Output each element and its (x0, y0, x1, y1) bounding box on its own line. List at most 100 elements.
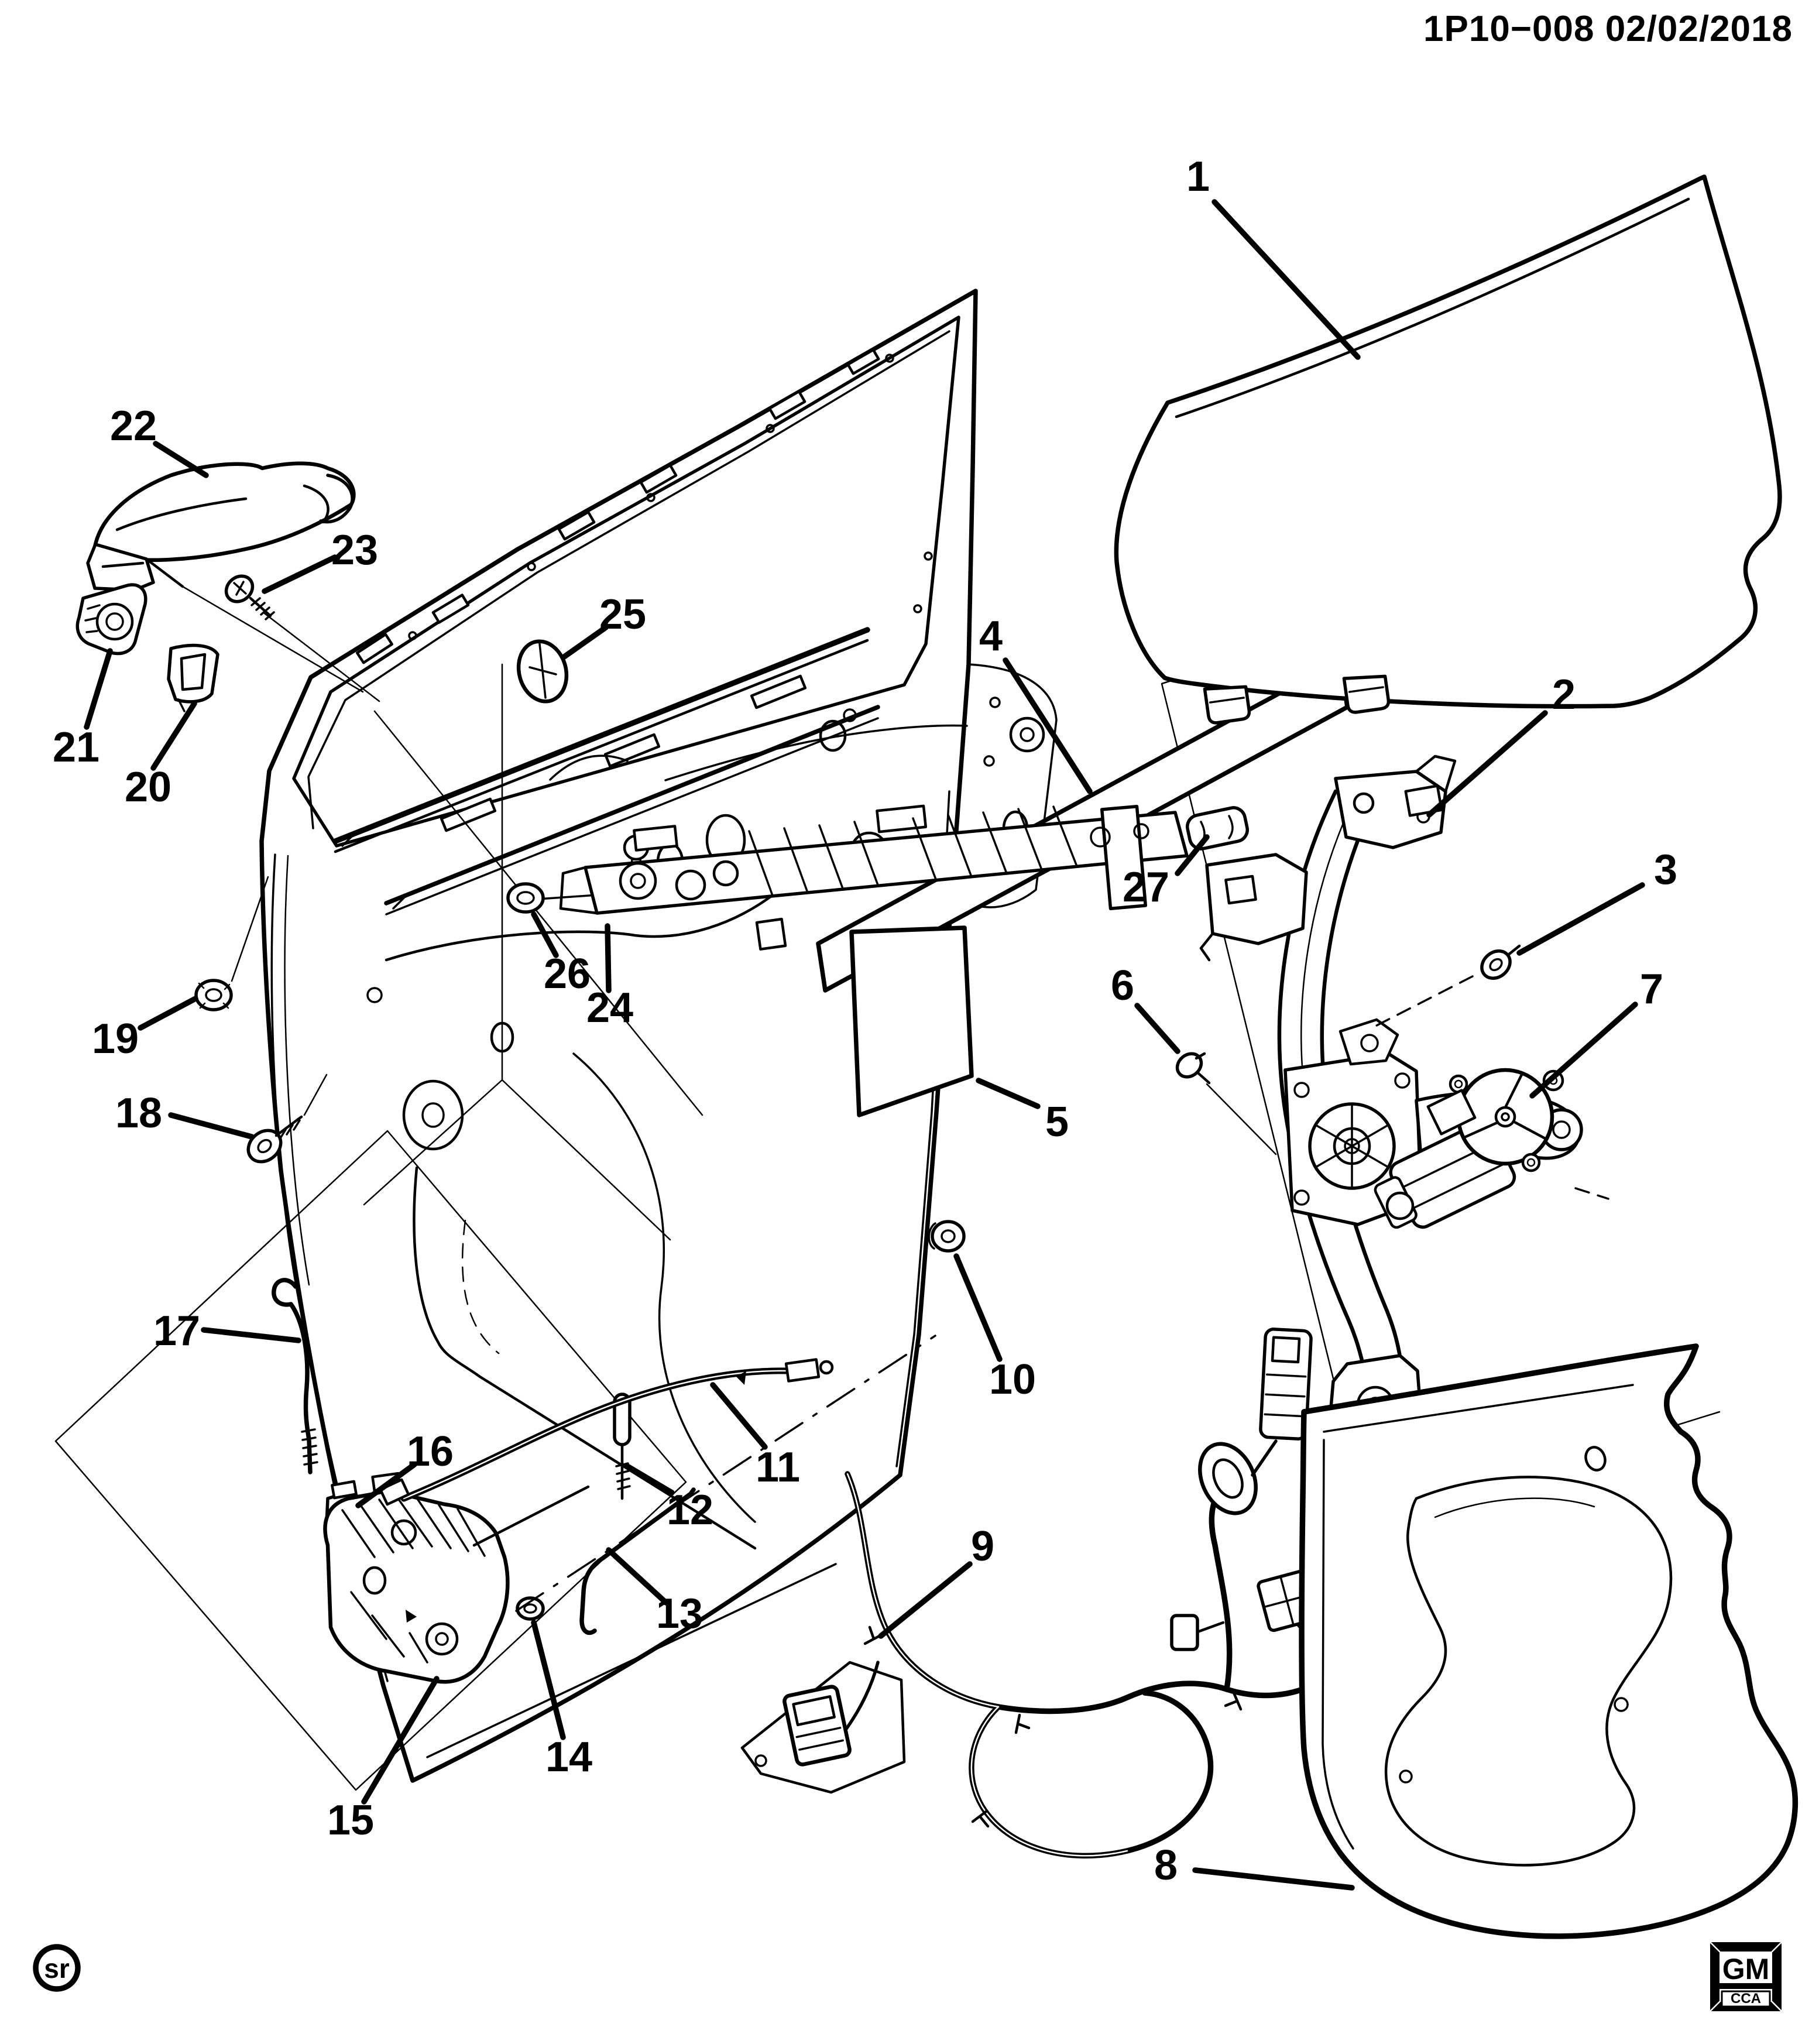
window-motor-shape (1521, 1153, 1541, 1172)
handle-screw (224, 574, 380, 702)
callout-leader-14 (531, 1620, 566, 1740)
panel-holes-shape (366, 987, 383, 1003)
handle-bracket-shape-shape (818, 824, 844, 890)
panel-screw (246, 1074, 328, 1164)
wiring-harness-shape (1209, 1484, 1233, 1692)
water-deflector-shape (1614, 1697, 1629, 1712)
handle-bezel-shape (167, 643, 219, 704)
door-panel-shape (373, 710, 703, 1116)
handle-bezel-shape (180, 653, 207, 691)
callout-label-25: 25 (599, 591, 646, 638)
guide-clamp (1186, 806, 1308, 962)
handle-screw-shape-shape (255, 602, 266, 611)
door-panel-shape (1020, 727, 1035, 742)
panel-screw-shape-shape (279, 1129, 287, 1140)
lock-rod-shape-shape (303, 1461, 318, 1466)
door-panel-shape-shape (885, 354, 894, 363)
gm-logo-shape-shape (1709, 1941, 1721, 1953)
callout-leader-13 (606, 1547, 669, 1606)
door-panel-shape (549, 755, 629, 781)
callout-label-15: 15 (327, 1797, 374, 1844)
callout-label-20: 20 (125, 764, 171, 811)
handle-bracket-shape (619, 862, 657, 900)
wiring-harness-shape (1259, 1328, 1313, 1441)
handle-screw-shape (233, 581, 247, 596)
handle-bracket-shape (712, 860, 739, 887)
window-motor (1374, 1068, 1609, 1229)
regulator-screw-shape (1206, 1083, 1277, 1155)
handle-bracket-shape-shape (1052, 805, 1078, 867)
door-latch-shape-shape (359, 1503, 394, 1553)
door-latch-shape (341, 1497, 486, 1664)
gm-logo-subtext: CCA (1731, 1991, 1761, 2007)
wiring-harness-shape (1170, 1614, 1199, 1651)
wiring-harness-shape-shape (792, 1695, 836, 1727)
handle-bracket-shape-shape (853, 821, 879, 886)
panel-holes (366, 708, 888, 1151)
callout-leader-8 (1192, 1867, 1355, 1891)
callout-leader-25 (561, 625, 609, 660)
panel-holes-shape (402, 1079, 464, 1151)
lock-rod-shape-shape (303, 1453, 318, 1457)
outside-handle (86, 461, 364, 693)
wiring-harness-shape (844, 1661, 880, 1731)
door-panel-shape (292, 315, 960, 848)
door-panel-shape (284, 855, 310, 1286)
door-panel-shape (664, 724, 968, 781)
lock-cylinder-shape (84, 604, 101, 633)
release-cable-shape (736, 1371, 746, 1385)
window-regulator-shape (1315, 1103, 1389, 1189)
door-panel (231, 289, 1058, 1783)
handle-bezel-shape (177, 698, 186, 712)
handle-bracket-shape-shape (912, 817, 938, 882)
callout-label-4: 4 (979, 613, 1003, 660)
wiring-harness-shape-shape (1264, 1413, 1305, 1418)
spacer-washer (194, 876, 269, 1011)
window-motor-shape (1501, 1112, 1510, 1122)
door-latch-shape (331, 1480, 358, 1500)
callout-leader-22 (153, 441, 209, 478)
window-motor-shape (1385, 1191, 1415, 1220)
guide-clamp-shape (1224, 874, 1257, 905)
window-motor-shape (1454, 1079, 1463, 1089)
gm-logo-shape (1721, 1990, 1771, 2008)
callout-label-16: 16 (407, 1428, 454, 1475)
panel-grommet-shape (941, 1229, 956, 1243)
window-motor-shape (1449, 1074, 1468, 1094)
callout-label-9: 9 (971, 1523, 994, 1570)
rod-grommet-lower-shape (516, 1596, 545, 1621)
callout-leader-2 (1426, 710, 1548, 818)
door-panel-shape-shape (924, 551, 933, 561)
callout-label-17: 17 (153, 1308, 200, 1354)
panel-holes-shape (843, 708, 857, 722)
callout-leader-10 (953, 1253, 1003, 1362)
callout-leader-5 (976, 1078, 1041, 1109)
lock-rod-shape (301, 1428, 318, 1466)
window-regulator-shape-shape (1315, 1124, 1389, 1168)
handle-bracket-shape (675, 869, 706, 901)
water-deflector-shape (1299, 1343, 1799, 1939)
callout-leader-17 (201, 1327, 301, 1343)
panel-screw-shape (303, 1074, 328, 1116)
door-latch-shape-shape (437, 1502, 469, 1552)
spacer-washer-shape (198, 982, 231, 1009)
handle-bracket-shape (1090, 826, 1111, 848)
door-latch-shape (472, 1485, 590, 1547)
callout-leader-24 (605, 923, 612, 993)
regulator-screw (1175, 1052, 1277, 1155)
wiring-harness-shape (969, 1690, 1214, 1859)
callout-leader-6 (1134, 1003, 1180, 1054)
handle-bracket (528, 804, 1189, 915)
window-motor-shape-shape (1461, 1121, 1499, 1140)
panel-grommet-shape (931, 1220, 966, 1253)
door-latch-shape-shape (371, 1614, 405, 1658)
handle-bracket-shape-shape (947, 814, 973, 878)
door-panel-shape-shape (639, 464, 678, 494)
retainer-pin (613, 1393, 631, 1500)
handle-bracket-shape (748, 805, 1078, 897)
wiring-harness-shape (863, 1625, 1243, 1828)
door-panel-shape-shape (431, 594, 470, 624)
handle-bracket-shape (1133, 823, 1149, 839)
door-latch-shape (323, 1489, 510, 1684)
